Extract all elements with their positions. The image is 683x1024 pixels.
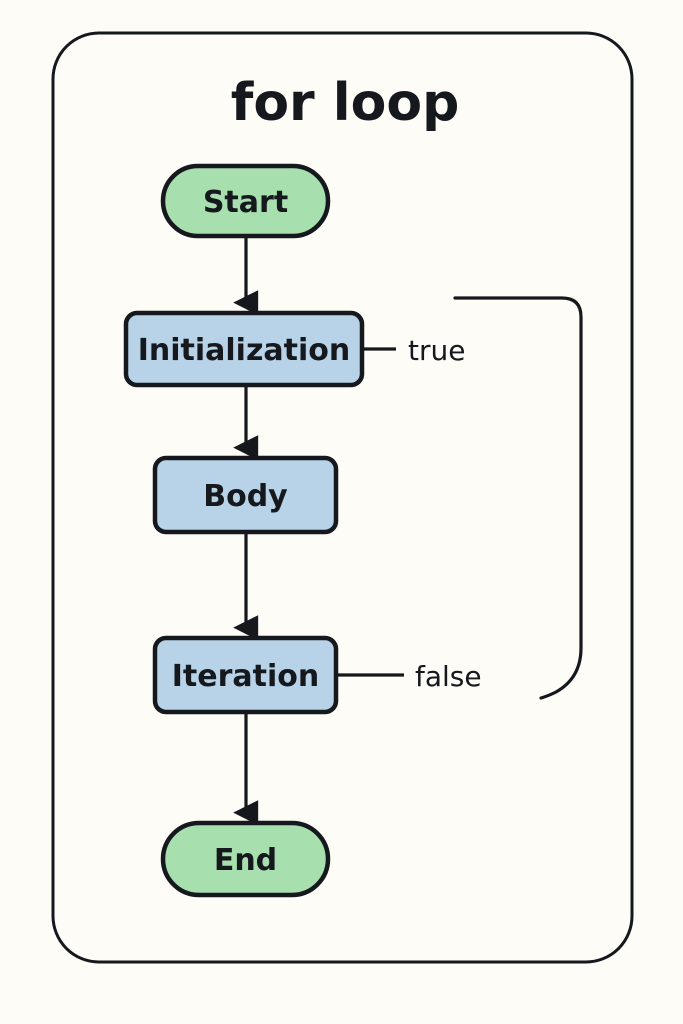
- node-body-shape: [152, 455, 339, 535]
- node-end-shape: [160, 820, 331, 898]
- node-body[interactable]: Body: [152, 455, 339, 535]
- node-iteration[interactable]: Iteration: [152, 635, 339, 715]
- node-body-label: Body: [203, 479, 288, 514]
- edge-label-true: true: [408, 334, 465, 367]
- node-iteration-label: Iteration: [172, 659, 319, 694]
- outer-frame-border: [51, 31, 634, 964]
- node-end-label: End: [214, 843, 277, 878]
- node-initialization[interactable]: Initialization: [123, 310, 365, 388]
- node-initialization-label: Initialization: [138, 333, 351, 368]
- node-start-label: Start: [203, 185, 288, 220]
- edge-label-false: false: [415, 660, 482, 693]
- node-iteration-shape: [152, 635, 339, 715]
- diagram-title: for loop: [231, 73, 460, 133]
- edge-loop-back: [453, 296, 583, 700]
- node-initialization-shape: [123, 310, 365, 388]
- node-end[interactable]: End: [160, 820, 331, 898]
- node-start[interactable]: Start: [160, 163, 331, 239]
- node-start-shape: [160, 163, 331, 239]
